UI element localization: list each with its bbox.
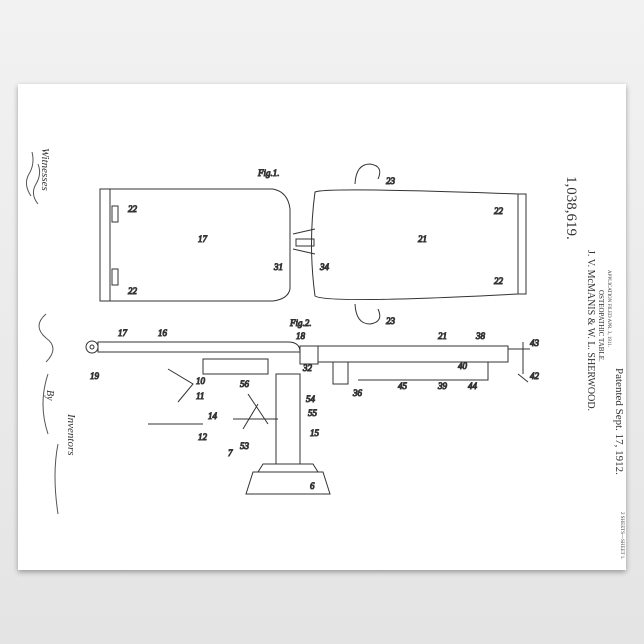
patent-number: 1,038,619. (563, 176, 578, 240)
ref-22: 22 (494, 276, 504, 286)
patent-title: OSTEOPATHIC TABLE. (597, 290, 604, 362)
ref-23: 23 (386, 176, 396, 186)
patent-drawing: Fig.1. 22 17 22 21 23 23 31 34 22 22 Fig… (18, 84, 626, 570)
ref-38: 38 (475, 331, 486, 341)
sheet-count: 2 SHEETS—SHEET 1. (619, 512, 624, 560)
fig1-label: Fig.1. (257, 168, 280, 178)
poster: Fig.1. 22 17 22 21 23 23 31 34 22 22 Fig… (18, 84, 626, 570)
ref-22: 22 (128, 286, 138, 296)
ref-23: 23 (386, 316, 396, 326)
filed-date: APPLICATION FILED APR. 3, 1911. (606, 270, 611, 347)
ref-39: 39 (437, 381, 448, 391)
fig2-column (276, 374, 300, 464)
ref-12: 12 (198, 432, 208, 442)
hook-top (355, 164, 380, 184)
ref-15: 15 (310, 428, 320, 438)
ref-21: 21 (418, 234, 427, 244)
ref-54: 54 (306, 394, 316, 404)
ref-22: 22 (128, 204, 138, 214)
fig2-top-plate (203, 359, 268, 374)
ref-32: 32 (302, 363, 313, 373)
ref-7: 7 (228, 448, 233, 458)
ref-34: 34 (319, 262, 330, 272)
patented-date: Patented Sept. 17, 1912. (613, 368, 624, 475)
ref-42: 42 (530, 371, 540, 381)
ref-40: 40 (458, 361, 468, 371)
fig2-body-section (318, 346, 508, 362)
fig2-base (246, 464, 330, 494)
ref-22: 22 (494, 206, 504, 216)
ref-21: 21 (438, 331, 447, 341)
ref-45: 45 (398, 381, 408, 391)
ref-56: 56 (240, 379, 250, 389)
ref-36: 36 (352, 388, 363, 398)
ref-14: 14 (208, 411, 218, 421)
hook-bottom (355, 304, 380, 324)
ref-53: 53 (240, 441, 250, 451)
fig2-label: Fig.2. (289, 318, 312, 328)
inventors-header: J. V. McMANIS & W. L. SHERWOOD. (585, 250, 595, 411)
ref-6: 6 (310, 481, 315, 491)
ref-17: 17 (118, 328, 128, 338)
ref-44: 44 (468, 381, 478, 391)
ref-11: 11 (196, 391, 204, 401)
ref-19: 19 (90, 371, 100, 381)
ref-18: 18 (296, 331, 306, 341)
signature-scribbles (18, 144, 78, 564)
ref-43: 43 (530, 338, 540, 348)
ref-16: 16 (158, 328, 168, 338)
ref-31: 31 (273, 262, 283, 272)
ref-10: 10 (196, 376, 206, 386)
ref-17: 17 (198, 234, 208, 244)
ref-55: 55 (308, 408, 318, 418)
fig2-head-section (98, 342, 300, 352)
